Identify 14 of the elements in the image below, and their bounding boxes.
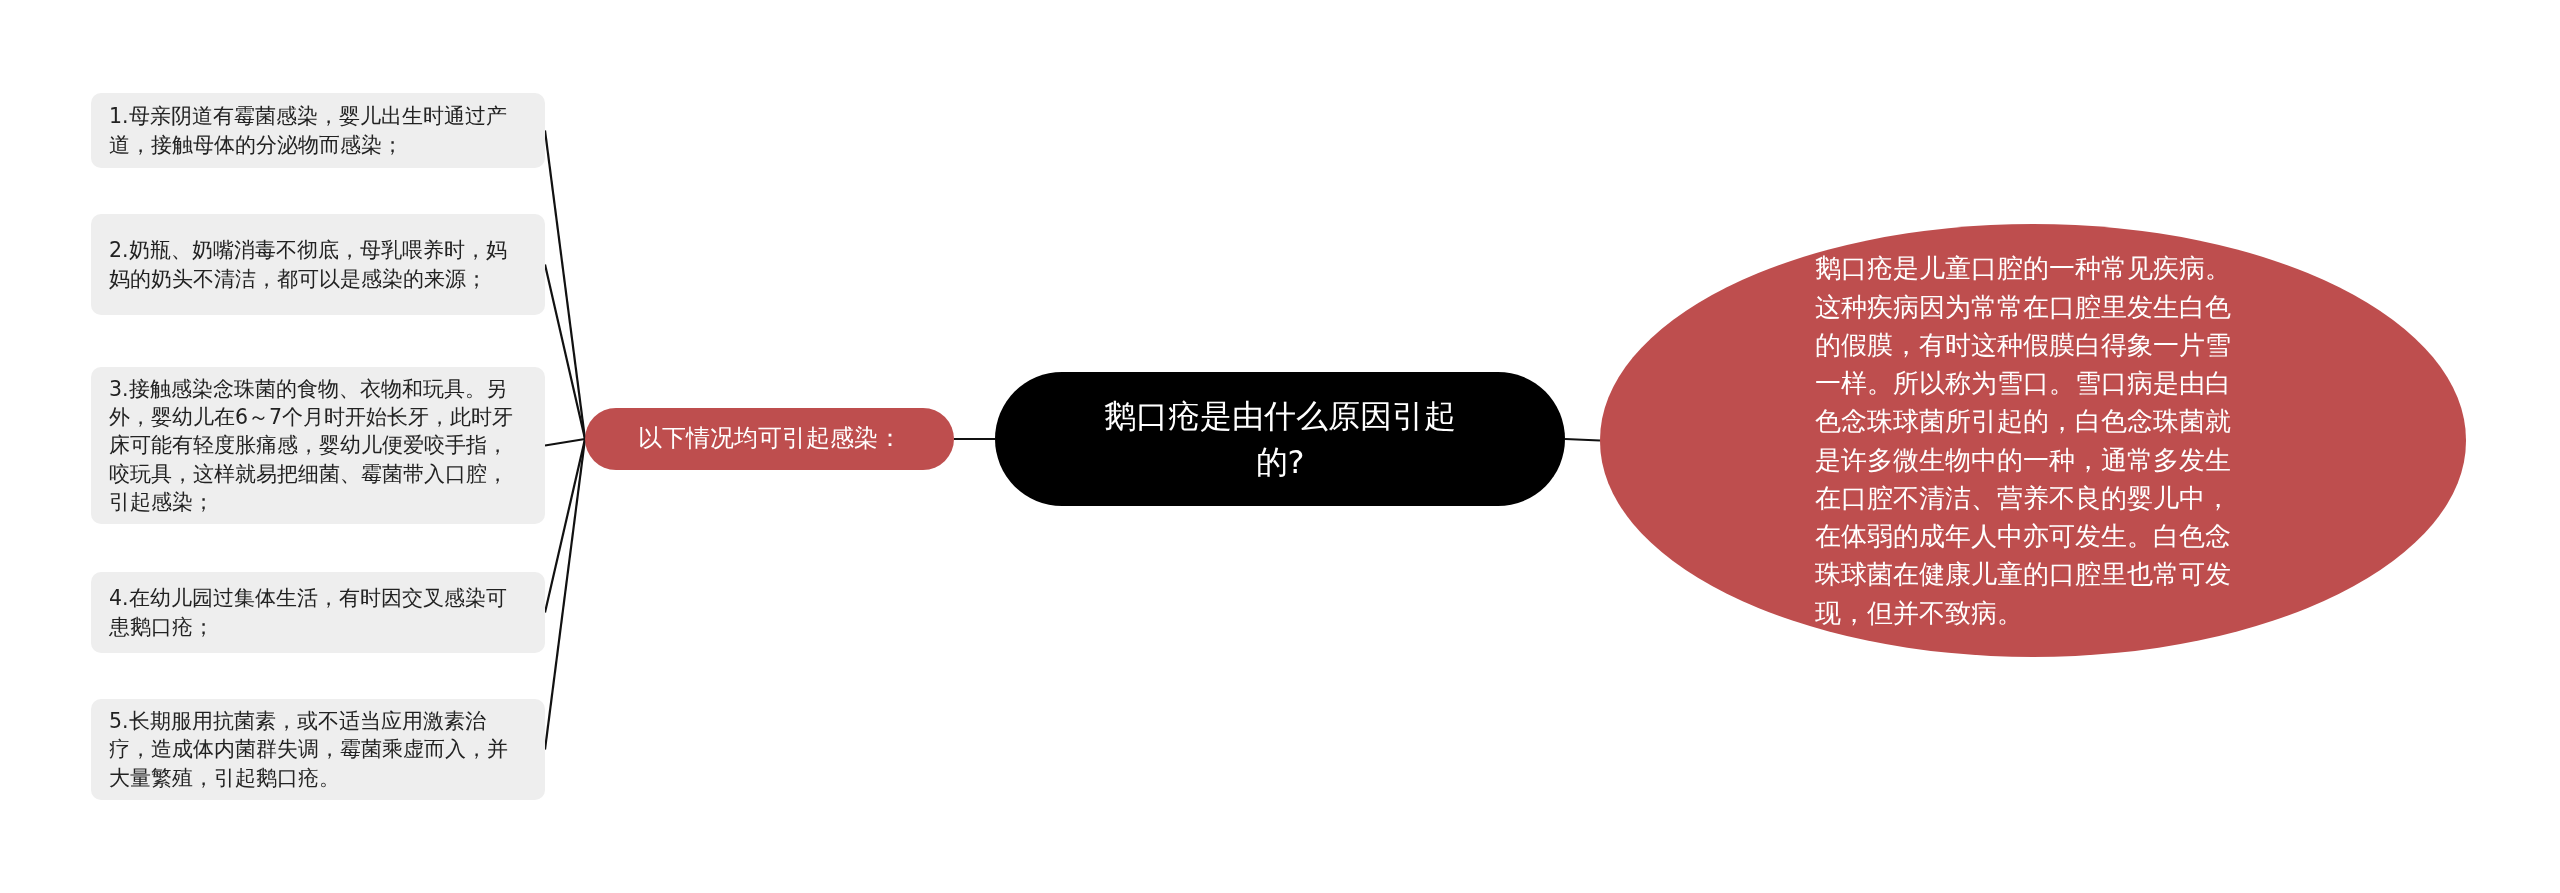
connector-line [543, 438, 587, 750]
cause-box: 1.母亲阴道有霉菌感染，婴儿出生时通过产道，接触母体的分泌物而感染； [91, 93, 545, 168]
description-bubble: 鹅口疮是儿童口腔的一种常见疾病。这种疾病因为常常在口腔里发生白色的假膜，有时这种假膜白得象一片雪一样。所以称为雪口。雪口病是由白色念珠球菌所引起的，白色念珠菌就是许多微生物中的一种，通常多发生在口腔不清洁、营养不良的婴儿中，在体弱的成年人中亦可发生。白色念珠球菌在健康儿童的口腔里也常可发现，但并不致病。 [1600, 224, 2466, 657]
connector-line [543, 264, 587, 440]
connector-line [544, 437, 586, 447]
cause-box: 4.在幼儿园过集体生活，有时因交叉感染可患鹅口疮； [91, 572, 545, 653]
cause-box: 3.接触感染念珠菌的食物、衣物和玩具。另外，婴幼儿在6～7个月时开始长牙，此时牙床可能有轻度胀痛感，婴幼儿便爱咬手指，咬玩具，这样就易把细菌、霉菌带入口腔，引起感染； [91, 367, 545, 524]
connector-line [543, 438, 587, 613]
topic-pill: 鹅口疮是由什么原因引起的? [995, 372, 1565, 506]
connector-line [954, 437, 995, 441]
connector-line [1564, 437, 1601, 442]
cause-box: 2.奶瓶、奶嘴消毒不彻底，母乳喂养时，妈妈的奶头不清洁，都可以是感染的来源； [91, 214, 545, 315]
branch-pill: 以下情况均可引起感染： [585, 408, 954, 470]
cause-box: 5.长期服用抗菌素，或不适当应用激素治疗，造成体内菌群失调，霉菌乘虚而入，并大量繁殖，引起鹅口疮。 [91, 699, 545, 800]
